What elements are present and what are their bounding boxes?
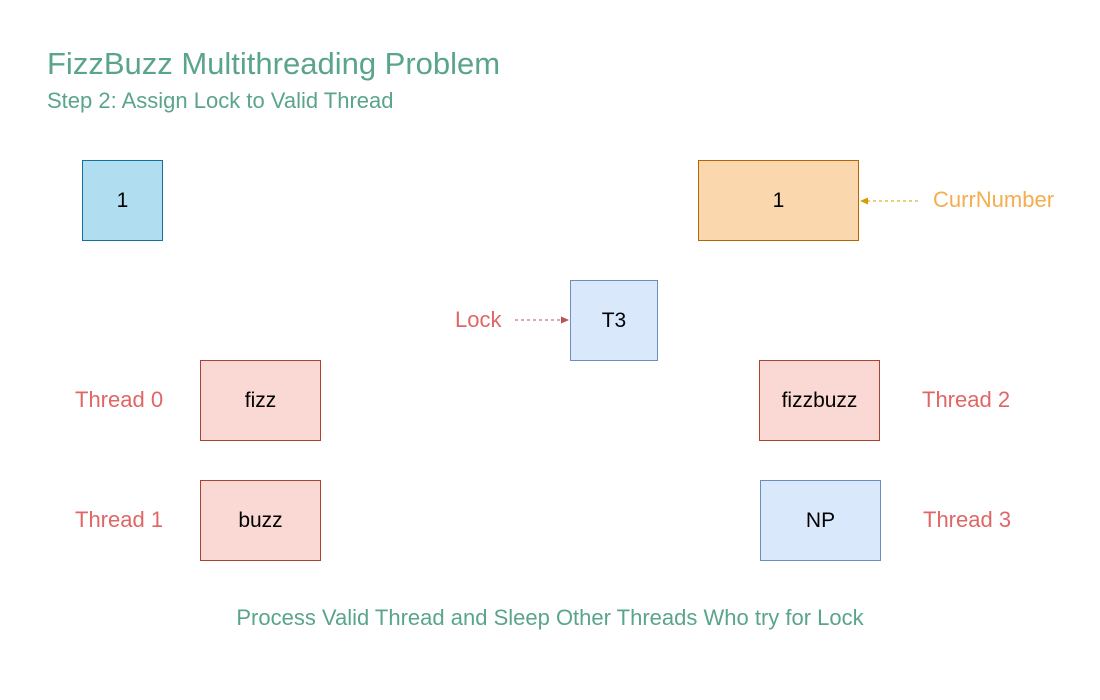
footer-caption: Process Valid Thread and Sleep Other Thr…	[236, 605, 864, 630]
thread-3-label: Thread 3	[923, 507, 1012, 532]
curr-number-label: CurrNumber	[933, 187, 1055, 212]
thread-3-box: NP	[760, 480, 881, 561]
lock-arrow	[515, 316, 569, 324]
thread-1-task: buzz	[238, 508, 283, 532]
thread-1-label: Thread 1	[75, 507, 164, 532]
counter-box-value: 1	[116, 188, 129, 212]
thread-0-box: fizz	[200, 360, 321, 441]
thread-0-label: Thread 0	[75, 387, 164, 412]
diagram-title: FizzBuzz Multithreading Problem	[47, 46, 501, 81]
diagram-subtitle: Step 2: Assign Lock to Valid Thread	[47, 88, 394, 113]
curr-number-box: 1	[698, 160, 859, 241]
curr-number-arrow	[860, 197, 918, 205]
thread-1-box: buzz	[200, 480, 321, 561]
lock-box: T3	[570, 280, 658, 361]
thread-3-task: NP	[805, 508, 836, 532]
counter-box: 1	[82, 160, 163, 241]
lock-holder: T3	[601, 308, 627, 332]
thread-2-label: Thread 2	[922, 387, 1011, 412]
lock-label: Lock	[455, 307, 502, 332]
curr-number-value: 1	[772, 188, 785, 212]
thread-0-task: fizz	[244, 388, 277, 412]
thread-2-task: fizzbuzz	[781, 388, 858, 412]
thread-2-box: fizzbuzz	[759, 360, 880, 441]
